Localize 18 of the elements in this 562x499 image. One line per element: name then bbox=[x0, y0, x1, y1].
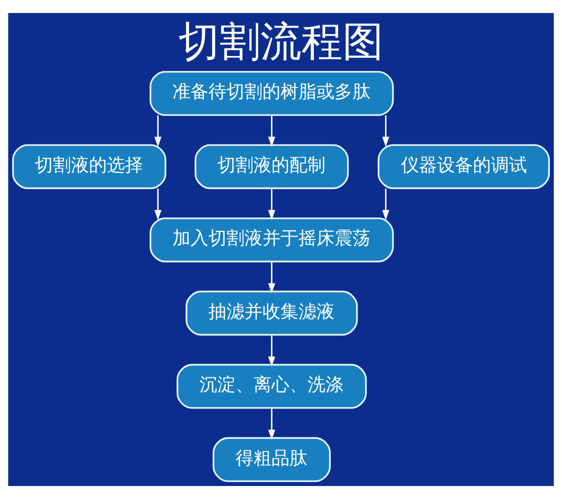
node-box: 仪器设备的调试 bbox=[378, 144, 550, 190]
arrow bbox=[268, 335, 276, 367]
arrow bbox=[268, 115, 276, 147]
node-box: 准备待切割的树脂或多肽 bbox=[150, 70, 394, 116]
arrow bbox=[268, 262, 276, 294]
arrow bbox=[382, 115, 390, 147]
arrow bbox=[268, 408, 276, 440]
node-box: 切割液的配制 bbox=[194, 144, 349, 190]
node-box: 切割液的选择 bbox=[12, 144, 166, 190]
diagram-title: 切割流程图 bbox=[178, 17, 384, 66]
arrow bbox=[268, 188, 276, 220]
node-box: 沉淀、离心、洗涤 bbox=[176, 364, 367, 409]
node-box: 加入切割液并于摇床震荡 bbox=[150, 217, 394, 262]
arrow bbox=[154, 115, 162, 147]
node-box: 抽滤并收集滤液 bbox=[186, 290, 358, 336]
arrow bbox=[382, 188, 390, 220]
arrow bbox=[154, 188, 162, 220]
node-box: 得粗品肽 bbox=[212, 437, 331, 482]
